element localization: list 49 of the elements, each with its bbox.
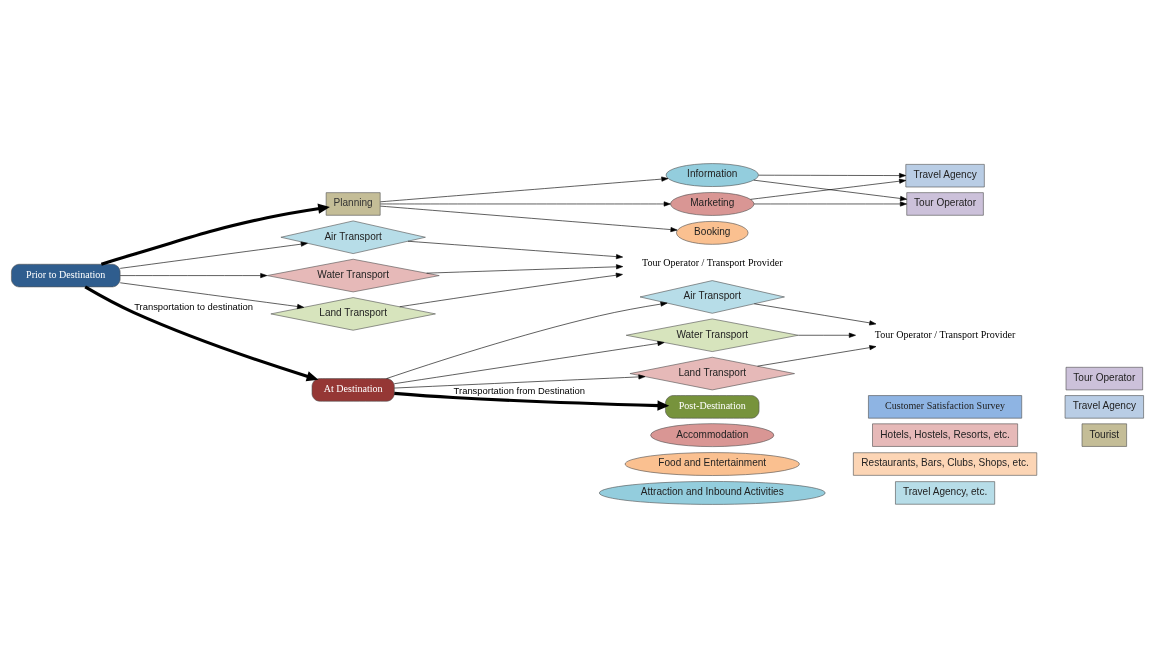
node-diamond: Air Transport — [639, 280, 785, 314]
arrow — [394, 374, 646, 389]
arrow — [758, 173, 907, 179]
node-ellipse: Marketing — [670, 192, 755, 216]
node-box: Prior to Destination — [11, 263, 121, 288]
node-box: At Destination — [311, 378, 395, 402]
node-diamond: Water Transport — [625, 318, 799, 352]
node-box: Travel Agency — [905, 164, 985, 188]
arrow — [100, 203, 330, 266]
node-box: Travel Agency, etc. — [895, 481, 995, 505]
arrow — [757, 345, 877, 367]
arrow — [119, 241, 308, 269]
node-box: Tourist — [1081, 423, 1127, 447]
node-box: Travel Agency — [1064, 395, 1144, 419]
arrow — [380, 205, 678, 233]
arrow — [753, 303, 877, 326]
node-box: Planning — [325, 192, 381, 216]
node-box: Restaurants, Bars, Clubs, Shops, etc. — [853, 452, 1038, 476]
arrow — [798, 332, 856, 338]
node-box: Tour Operator — [1065, 367, 1143, 391]
node-box: Tour Operator — [906, 192, 984, 216]
node-ellipse: Booking — [676, 221, 749, 245]
arrow — [753, 201, 907, 207]
arrow — [119, 273, 268, 279]
arrow — [407, 240, 623, 260]
arrow — [380, 201, 671, 207]
node-ellipse: Food and Entertainment — [624, 452, 800, 476]
node-ellipse: Attraction and Inbound Activities — [599, 481, 826, 505]
node-diamond: Land Transport — [270, 297, 436, 331]
node-box: Customer Satisfaction Survey — [868, 395, 1023, 419]
arrow — [84, 285, 319, 382]
arrow — [394, 391, 670, 411]
node-diamond: Land Transport — [629, 356, 795, 391]
arrow — [380, 176, 669, 203]
node-diamond: Water Transport — [266, 258, 440, 293]
arrow — [426, 264, 624, 274]
node-text: Tour Operator / Transport Provider — [642, 257, 783, 269]
arrow — [386, 301, 668, 379]
edge-label: Transportation to destination — [134, 300, 254, 312]
node-ellipse: Information — [665, 163, 759, 187]
arrow — [399, 272, 623, 308]
edge-label: Transportation from Destination — [453, 385, 586, 397]
node-diamond: Air Transport — [280, 220, 426, 254]
node-text: Tour Operator / Transport Provider — [874, 328, 1016, 340]
node-ellipse: Accommodation — [650, 423, 775, 447]
arrow — [119, 282, 305, 310]
arrow — [394, 340, 665, 385]
node-box: Hotels, Hostels, Resorts, etc. — [872, 423, 1018, 447]
node-box: Post-Destination — [665, 395, 760, 419]
